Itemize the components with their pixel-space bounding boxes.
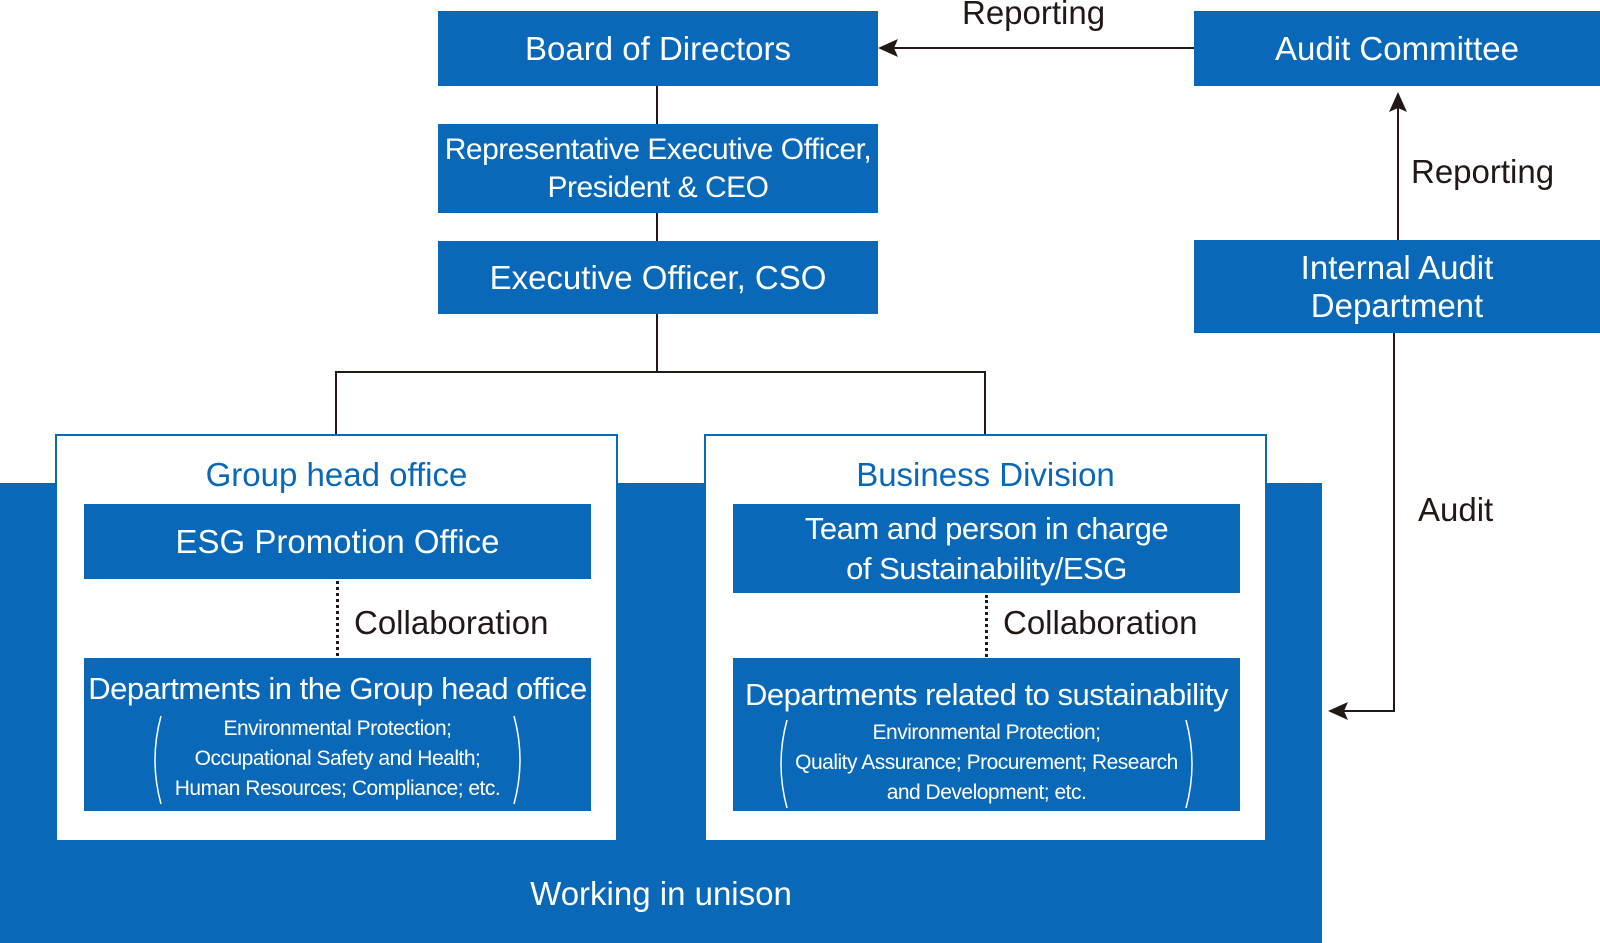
cso-box: Executive Officer, CSO bbox=[438, 241, 878, 314]
business-division-title: Business Division bbox=[856, 456, 1115, 493]
group-departments-line3: Human Resources; Compliance; etc. bbox=[174, 777, 501, 800]
business-departments-line3: and Development; etc. bbox=[886, 781, 1087, 804]
sustainability-team-line1: Team and person in charge bbox=[804, 510, 1169, 546]
working-in-unison-label: Working in unison bbox=[530, 875, 792, 912]
esg-promotion-office-box: ESG Promotion Office bbox=[84, 504, 591, 579]
business-departments-title: Departments related to sustainability bbox=[745, 677, 1228, 712]
cso-label: Executive Officer, CSO bbox=[489, 258, 827, 296]
left-paren-icon bbox=[154, 715, 162, 805]
connector-to-group bbox=[335, 371, 337, 435]
reporting-label-right: Reporting bbox=[1411, 153, 1555, 190]
board-of-directors-box: Board of Directors bbox=[438, 11, 878, 86]
audit-label: Audit bbox=[1418, 491, 1494, 528]
business-departments-box: Departments related to sustainability En… bbox=[733, 658, 1240, 811]
group-head-office-title: Group head office bbox=[205, 456, 468, 493]
reporting-arrowhead bbox=[878, 39, 898, 57]
sustainability-team-box: Team and person in charge of Sustainabil… bbox=[733, 504, 1240, 593]
internal-audit-label-line1: Internal Audit bbox=[1300, 248, 1494, 286]
ceo-label-line1: Representative Executive Officer, bbox=[444, 132, 872, 166]
left-paren-icon bbox=[780, 719, 788, 809]
sustainability-team-line2: of Sustainability/ESG bbox=[846, 550, 1127, 586]
group-head-office-panel: Group head office ESG Promotion Office C… bbox=[55, 434, 618, 842]
business-division-panel: Business Division Team and person in cha… bbox=[704, 434, 1267, 842]
reporting-up-arrowhead bbox=[1389, 92, 1407, 112]
right-paren-icon bbox=[1185, 719, 1193, 809]
collaboration-label-right: Collaboration bbox=[1003, 604, 1198, 641]
audit-committee-label: Audit Committee bbox=[1275, 29, 1519, 67]
audit-committee-box: Audit Committee bbox=[1194, 11, 1600, 86]
board-of-directors-label: Board of Directors bbox=[525, 29, 791, 67]
audit-arrow-line bbox=[1338, 333, 1395, 712]
collaboration-dotted-line-right bbox=[985, 595, 988, 692]
reporting-label-top: Reporting bbox=[962, 0, 1106, 31]
group-departments-box: Departments in the Group head office Env… bbox=[84, 658, 591, 811]
group-departments-title: Departments in the Group head office bbox=[88, 671, 587, 706]
internal-audit-label-line2: Department bbox=[1310, 286, 1484, 324]
group-departments-line2: Occupational Safety and Health; bbox=[194, 747, 481, 770]
collaboration-label-left: Collaboration bbox=[354, 604, 549, 641]
ceo-label-line2: President & CEO bbox=[547, 170, 769, 204]
connector-ceo-cso bbox=[656, 213, 658, 241]
right-paren-icon bbox=[513, 715, 521, 805]
connector-board-ceo bbox=[656, 86, 658, 124]
connector-cso-down bbox=[656, 314, 658, 371]
connector-horizontal bbox=[335, 371, 986, 373]
internal-audit-box: Internal Audit Department bbox=[1194, 240, 1600, 333]
business-departments-line1: Environmental Protection; bbox=[872, 721, 1101, 744]
esg-promotion-office-label: ESG Promotion Office bbox=[175, 522, 500, 560]
audit-arrowhead bbox=[1328, 702, 1348, 720]
group-departments-line1: Environmental Protection; bbox=[223, 717, 452, 740]
ceo-box: Representative Executive Officer, Presid… bbox=[438, 124, 878, 213]
business-departments-line2: Quality Assurance; Procurement; Research bbox=[795, 751, 1178, 774]
connector-to-business bbox=[984, 371, 986, 435]
collaboration-dotted-line-left bbox=[336, 581, 339, 692]
